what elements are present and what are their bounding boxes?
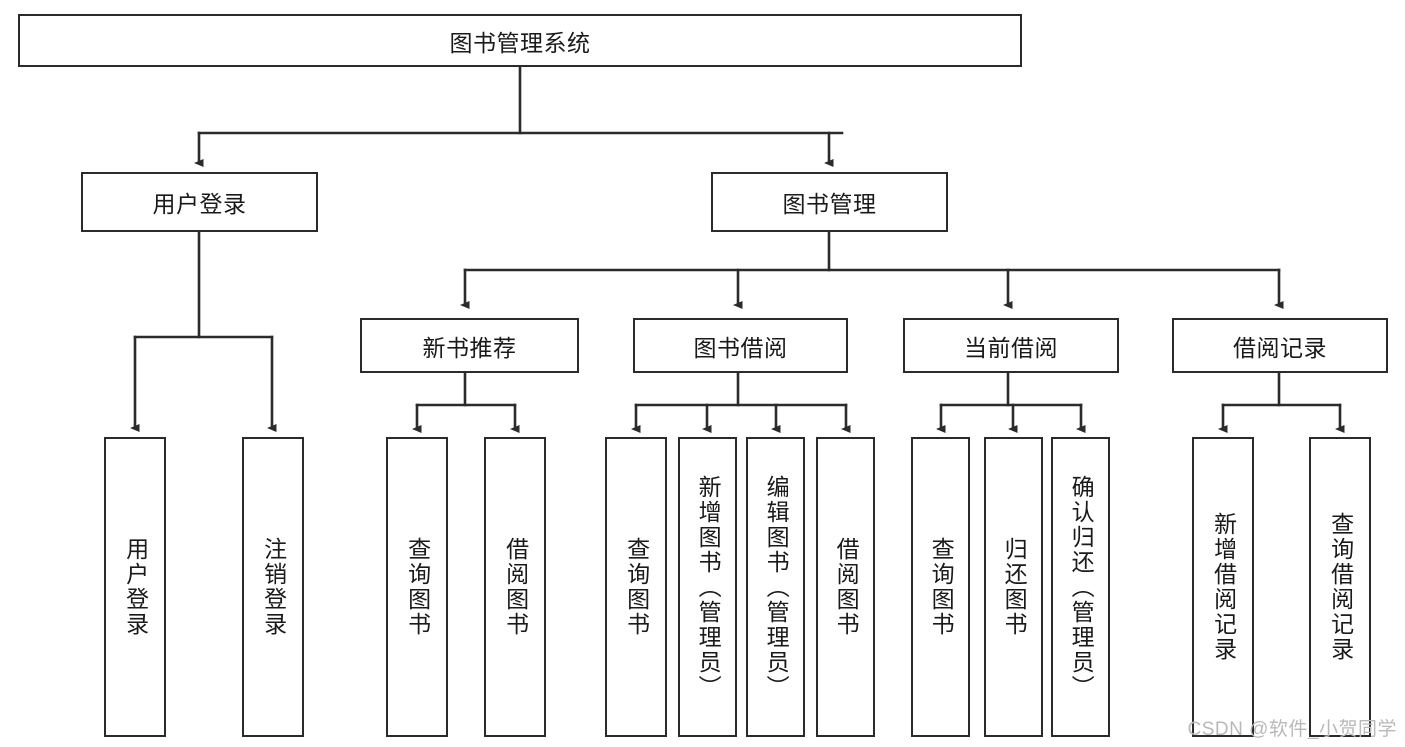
leaf-query-book-cur[interactable]: 查询图书 xyxy=(911,437,970,737)
leaf-confirm-return-label: 确认归还（管理员） xyxy=(1068,474,1095,700)
node-book-borrow[interactable]: 图书借阅 xyxy=(633,318,848,373)
leaf-confirm-return[interactable]: 确认归还（管理员） xyxy=(1051,437,1110,737)
leaf-query-book-rec[interactable]: 查询图书 xyxy=(386,437,448,737)
leaf-logout[interactable]: 注销登录 xyxy=(242,437,304,737)
leaf-edit-book-label: 编辑图书（管理员） xyxy=(763,474,790,700)
leaf-borrow-book[interactable]: 借阅图书 xyxy=(816,437,875,737)
leaf-add-book-label: 新增图书（管理员） xyxy=(695,474,722,700)
node-book-manage-label: 图书管理 xyxy=(782,191,877,217)
leaf-return-book[interactable]: 归还图书 xyxy=(984,437,1043,737)
leaf-borrow-book-label: 借阅图书 xyxy=(833,537,860,637)
leaf-user-login-label: 用户登录 xyxy=(122,537,149,637)
node-borrow-record[interactable]: 借阅记录 xyxy=(1172,318,1388,373)
leaf-query-record-label: 查询借阅记录 xyxy=(1327,512,1354,662)
leaf-add-record-label: 新增借阅记录 xyxy=(1210,512,1237,662)
node-new-book-rec[interactable]: 新书推荐 xyxy=(360,318,579,373)
node-root-label: 图书管理系统 xyxy=(449,29,591,56)
node-root[interactable]: 图书管理系统 xyxy=(18,14,1022,67)
node-current-borrow[interactable]: 当前借阅 xyxy=(903,318,1119,373)
leaf-edit-book[interactable]: 编辑图书（管理员） xyxy=(746,437,805,737)
node-user-login-label: 用户登录 xyxy=(152,191,247,217)
leaf-query-record[interactable]: 查询借阅记录 xyxy=(1309,437,1371,737)
leaf-add-record[interactable]: 新增借阅记录 xyxy=(1192,437,1254,737)
leaf-return-book-label: 归还图书 xyxy=(1001,537,1028,637)
leaf-query-book-label: 查询图书 xyxy=(623,537,650,637)
node-user-login[interactable]: 用户登录 xyxy=(81,172,318,232)
leaf-user-login[interactable]: 用户登录 xyxy=(104,437,166,737)
leaf-query-book-cur-label: 查询图书 xyxy=(928,537,955,637)
leaf-query-book[interactable]: 查询图书 xyxy=(605,437,667,737)
node-current-borrow-label: 当前借阅 xyxy=(964,334,1058,361)
node-new-book-rec-label: 新书推荐 xyxy=(422,334,517,361)
node-book-manage[interactable]: 图书管理 xyxy=(711,172,948,232)
node-borrow-record-label: 借阅记录 xyxy=(1233,334,1327,361)
node-book-borrow-label: 图书借阅 xyxy=(693,334,788,361)
leaf-borrow-book-rec-label: 借阅图书 xyxy=(502,537,529,637)
leaf-logout-label: 注销登录 xyxy=(260,537,287,637)
leaf-query-book-rec-label: 查询图书 xyxy=(404,537,431,637)
leaf-borrow-book-rec[interactable]: 借阅图书 xyxy=(484,437,546,737)
csdn-watermark: CSDN @软件_小贺同学 xyxy=(1187,719,1397,740)
leaf-add-book[interactable]: 新增图书（管理员） xyxy=(678,437,737,737)
